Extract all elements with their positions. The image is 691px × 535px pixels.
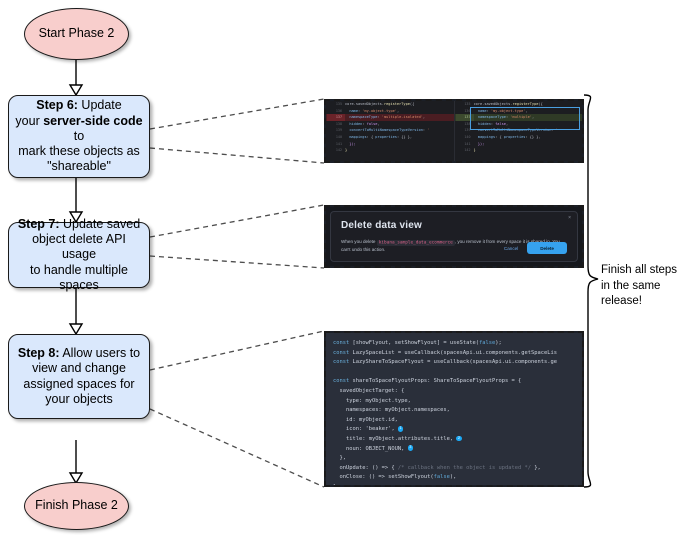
modal-card: × Delete data view When you delete kiban… <box>330 211 578 262</box>
modal-title: Delete data view <box>341 220 423 231</box>
code-annotation-badge-3: 3 <box>407 445 414 451</box>
arrowhead-1 <box>68 84 84 97</box>
callout-lines-step7 <box>149 204 325 269</box>
node-step-6[interactable]: Step 6: Update your server-side code to … <box>8 95 150 178</box>
step-7-label: Step 7: <box>17 216 60 231</box>
start-node-label: Start Phase 2 <box>38 26 115 41</box>
step-8-text: Step 8: Allow users to view and change a… <box>18 346 140 407</box>
step-6-label: Step 6: <box>36 98 78 113</box>
close-icon[interactable]: × <box>568 215 571 221</box>
step-8-label: Step 8: <box>17 346 60 360</box>
diff-line: 138 hidden: false, <box>464 121 509 126</box>
diff-line: 139 convertToMultiNamespaceTypeVersion: … <box>335 128 430 133</box>
callout-delete-modal-screenshot[interactable]: × Delete data view When you delete kiban… <box>324 205 584 268</box>
step-7-line1: Update saved <box>59 216 141 231</box>
step-6-text: Step 6: Update your server-side code to … <box>15 98 143 174</box>
diff-line-added: 137 namespaceType: 'multiple', <box>454 114 582 121</box>
diff-line: 139 convertToMultiNamespaceTypeVersion: … <box>464 128 558 133</box>
step-6-line4: "shareable" <box>47 159 111 174</box>
node-finish-phase-2[interactable]: Finish Phase 2 <box>24 482 129 530</box>
diff-line: 141 }); <box>335 141 356 146</box>
callout-lines-step8 <box>149 330 325 488</box>
delete-data-view-modal: × Delete data view When you delete kiban… <box>326 207 582 266</box>
modal-body-after: , you remove it from every space it is s… <box>341 239 560 252</box>
callout-lines-step6 <box>149 98 325 164</box>
modal-body-before: When you delete <box>341 239 377 244</box>
grouping-note: Finish all steps in the same release! <box>601 264 678 308</box>
finish-node-label: Finish Phase 2 <box>35 498 118 513</box>
callout-flyout-code-screenshot[interactable]: const [showFlyout, setShowFlyout] = useS… <box>324 331 584 487</box>
node-step-7[interactable]: Step 7: Update saved object delete API u… <box>8 217 150 292</box>
diff-line: 136 name: 'my-object-type', <box>335 108 400 113</box>
arrowhead-3 <box>68 323 84 336</box>
step-6-line3: mark these objects as <box>18 144 140 159</box>
modal-body-text: When you delete kibana_sample_data_ecomm… <box>341 238 566 253</box>
diff-line: 140 mappings: { properties: {} }, <box>464 134 541 139</box>
modal-actions: Cancel Delete <box>504 242 567 254</box>
diff-line: 141 }); <box>464 141 485 146</box>
diff-line: 140 mappings: { properties: {} }, <box>335 134 413 139</box>
node-start-phase-2[interactable]: Start Phase 2 <box>24 8 129 60</box>
step-8-line1: Allow users to <box>59 346 141 360</box>
step-6-line2: your server-side code to <box>15 113 143 143</box>
step-7-line3: to handle multiple spaces <box>30 262 128 292</box>
modal-body-object-name: kibana_sample_data_ecommerce <box>376 239 455 246</box>
diff-line: 136 name: 'my-object-type', <box>464 108 528 113</box>
step-7-line2: object delete API usage <box>32 232 126 262</box>
delete-button[interactable]: Delete <box>527 242 567 254</box>
step-8-line2: view and change <box>32 361 126 376</box>
diff-line-removed: 137 namespaceType: 'multiple-isolated', <box>326 114 454 121</box>
cancel-button[interactable]: Cancel <box>503 245 519 251</box>
diff-line: 142} <box>335 148 348 153</box>
step-8-line4: your objects <box>45 391 113 406</box>
code-annotation-badge-1: 1 <box>397 426 404 432</box>
step-6-line1: Update <box>77 98 122 113</box>
step-8-line3: assigned spaces for <box>23 376 135 391</box>
grouping-brace <box>583 94 599 488</box>
code-annotation-badge-2: 2 <box>456 435 462 442</box>
step-7-text: Step 7: Update saved object delete API u… <box>15 217 143 293</box>
flyout-code-block: const [showFlyout, setShowFlyout] = useS… <box>326 333 582 485</box>
node-step-8[interactable]: Step 8: Allow users to view and change a… <box>8 334 150 419</box>
diff-line: 138 hidden: false, <box>335 121 380 126</box>
diff-line: 142} <box>464 148 476 153</box>
